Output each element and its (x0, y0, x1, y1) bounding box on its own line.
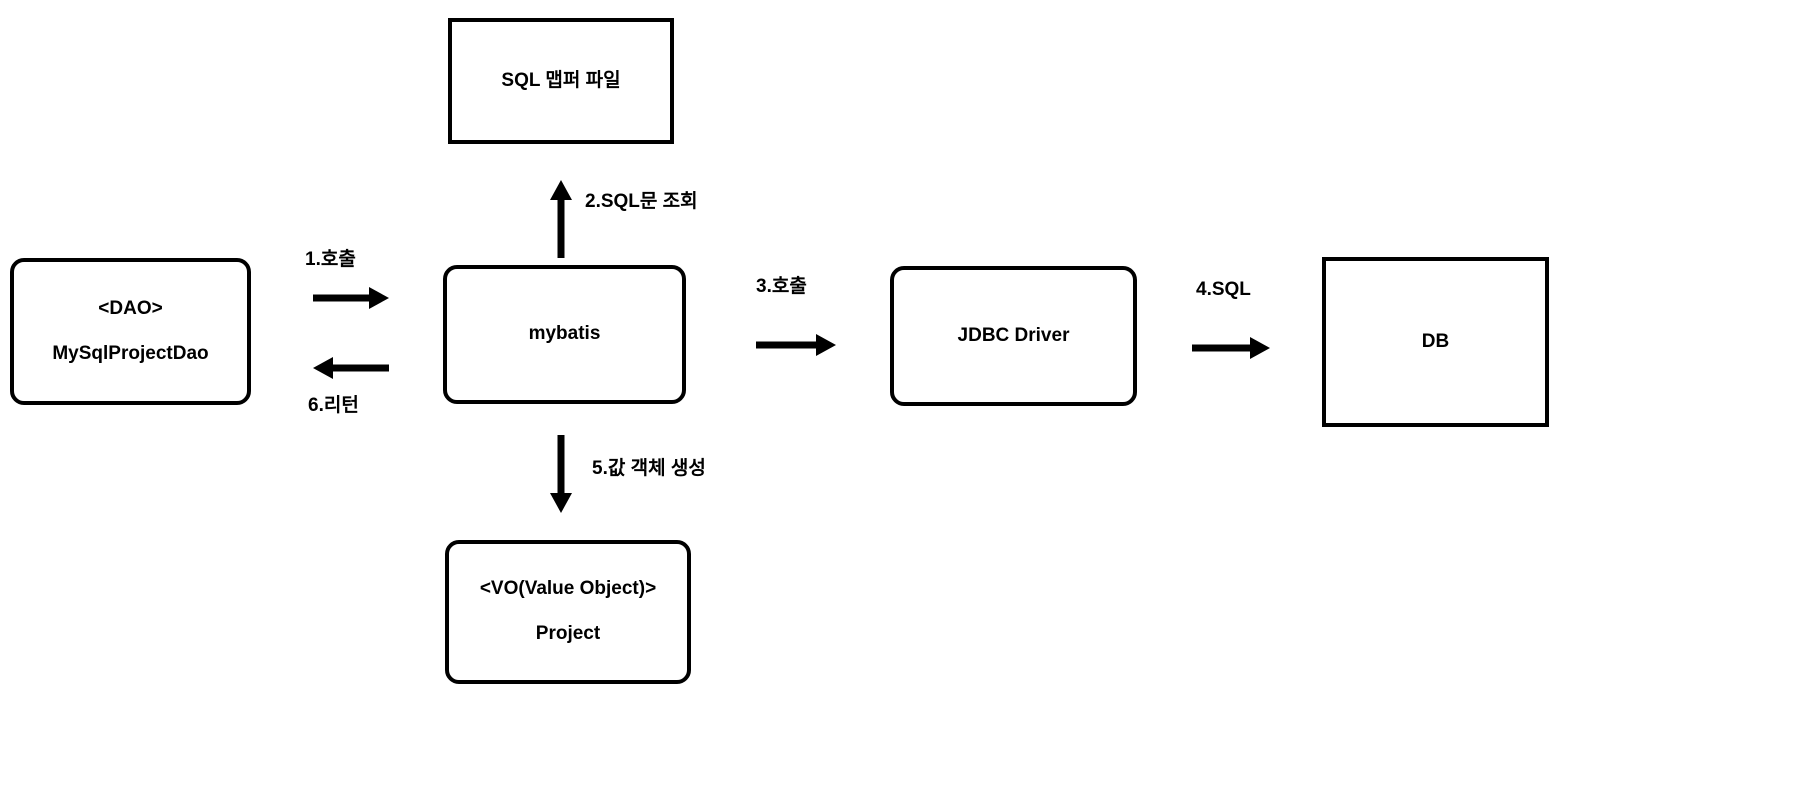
node-vo: <VO(Value Object)> Project (445, 540, 691, 684)
node-sql-mapper-file: SQL 맵퍼 파일 (448, 18, 674, 144)
arrow-right-icon-dao-to-mybatis (313, 287, 389, 309)
node-dao: <DAO> MySqlProjectDao (10, 258, 251, 405)
node-label: JDBC Driver (957, 324, 1070, 346)
edge-label-2-sql-lookup: 2.SQL문 조회 (585, 191, 698, 212)
node-label-stereotype: <VO(Value Object)> (479, 578, 657, 600)
arrow-right-icon-jdbc-driver-to-db (1192, 337, 1270, 359)
node-db: DB (1322, 257, 1549, 427)
node-label-stereotype: <DAO> (98, 297, 163, 319)
node-label-class: MySqlProjectDao (52, 342, 209, 364)
arrow-left-icon-mybatis-to-dao (313, 357, 389, 379)
edge-label-6-return: 6.리턴 (308, 395, 359, 416)
edge-label-5-create-value-object: 5.값 객체 생성 (592, 458, 706, 479)
node-label-class: Project (535, 623, 601, 644)
node-jdbc-driver: JDBC Driver (890, 266, 1137, 406)
edge-label-1-call: 1.호출 (305, 249, 356, 270)
node-label: SQL 맵퍼 파일 (501, 69, 621, 91)
arrow-down-icon-mybatis-to-vo (550, 435, 572, 513)
node-label: mybatis (528, 323, 601, 345)
arrow-up-icon-mybatis-to-sql-mapper-file (550, 180, 572, 258)
edge-label-3-call: 3.호출 (756, 276, 807, 297)
edge-label-4-sql: 4.SQL (1196, 279, 1251, 300)
arrow-right-icon-mybatis-to-jdbc-driver (756, 334, 836, 356)
node-mybatis: mybatis (443, 265, 686, 404)
node-label: DB (1421, 330, 1450, 352)
